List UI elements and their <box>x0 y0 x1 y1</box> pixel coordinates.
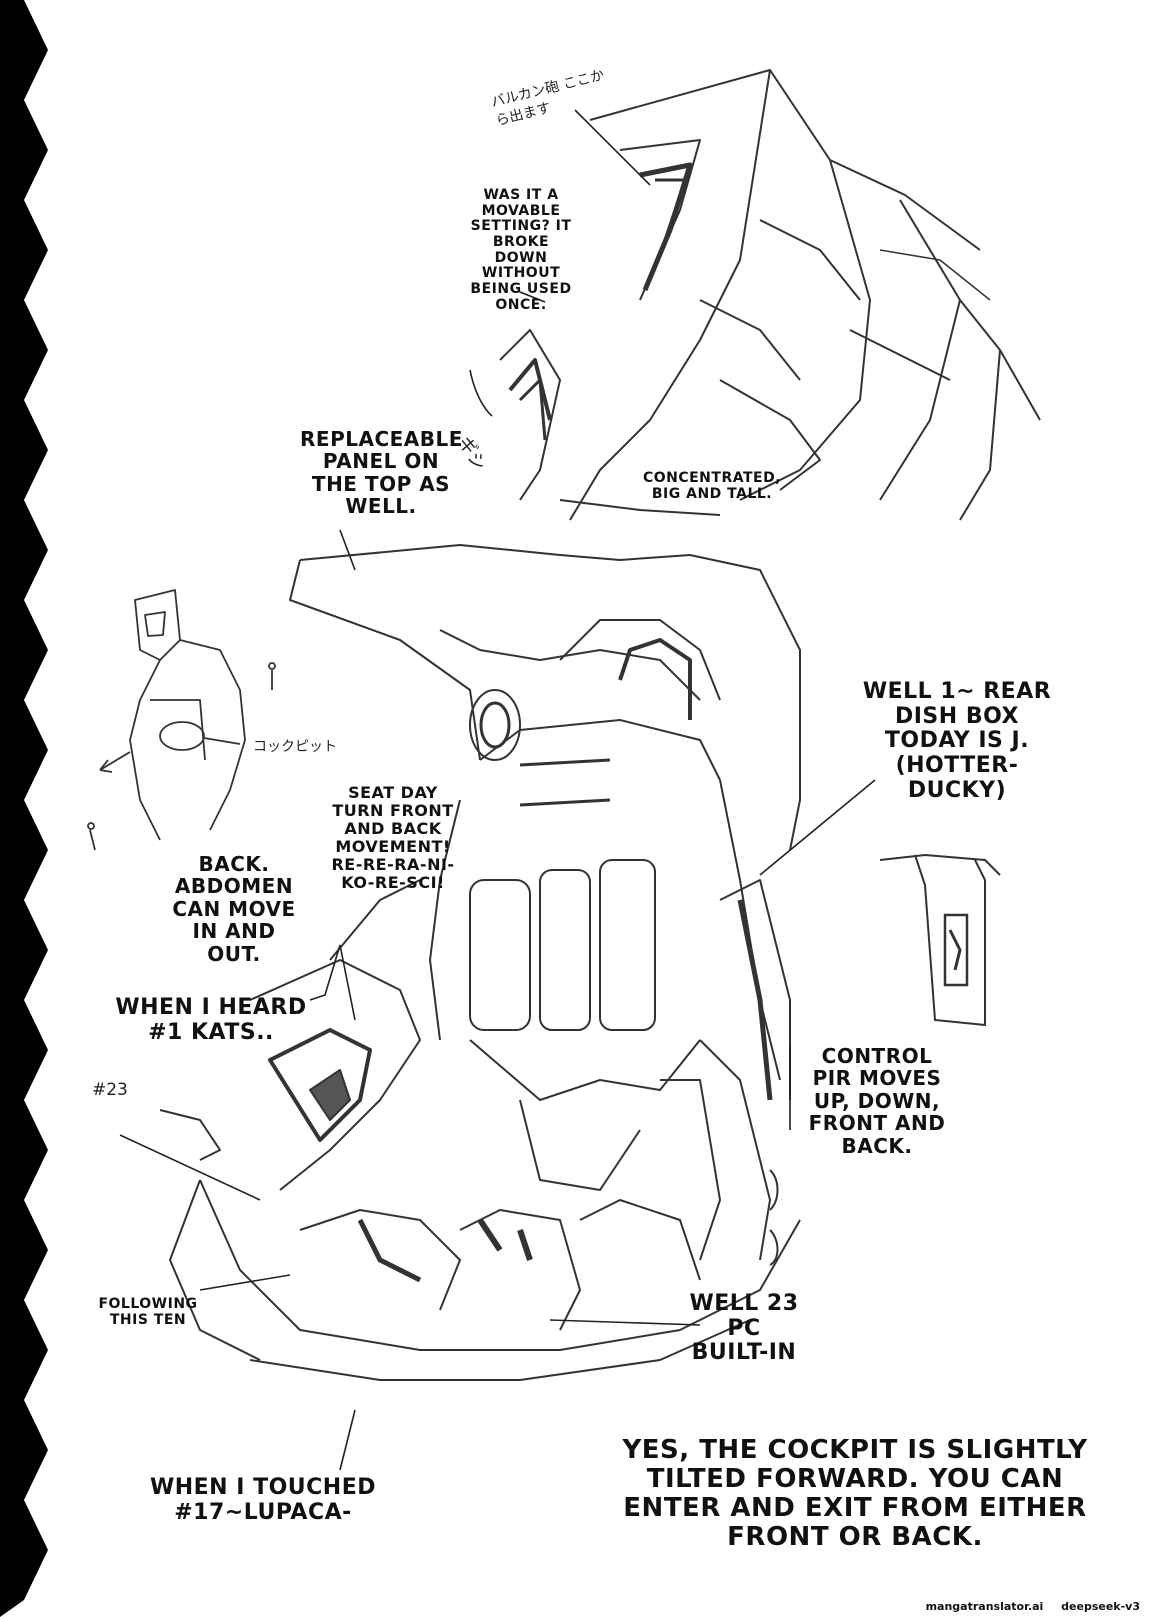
caption-back-abdomen: BACK. ABDOMEN CAN MOVE IN AND OUT. <box>172 852 296 966</box>
caption-well-23pc: WELL 23 PC BUILT-IN <box>689 1291 799 1366</box>
mecha-head-sketch <box>499 69 1041 521</box>
watermark-footer: mangatranslator.ai deepseek-v3 <box>926 1600 1140 1613</box>
caption-touched-lupaca: WHEN I TOUCHED #17~LUPACA- <box>149 1475 377 1525</box>
caption-movable-setting: WAS IT A MOVABLE SETTING? IT BROKE DOWN … <box>470 187 572 313</box>
leader-lines <box>119 109 876 1471</box>
caption-control-pir: CONTROL PIR MOVES UP, DOWN, FRONT AND BA… <box>808 1044 946 1158</box>
caption-cockpit-tilted: YES, THE COCKPIT IS SLIGHTLY TILTED FORW… <box>622 1435 1088 1553</box>
caption-concentrated: CONCENTRATED, BIG AND TALL. <box>642 470 782 502</box>
number-23-note: #23 <box>92 1080 128 1100</box>
mecha-body-sketch <box>87 589 276 851</box>
cockpit-note: コックピット <box>253 739 337 755</box>
sawtooth-border <box>0 0 48 1617</box>
cockpit-seat-sketch <box>159 544 801 1381</box>
detail-part-sketch <box>879 853 1001 1027</box>
caption-replaceable-panel: REPLACEABLE PANEL ON THE TOP AS WELL. <box>300 427 463 519</box>
watermark-site: mangatranslator.ai <box>925 1600 1044 1613</box>
caption-rear-dish: WELL 1~ REAR DISH BOX TODAY IS J. (HOTTE… <box>862 679 1052 803</box>
caption-seat-day: SEAT DAY TURN FRONT AND BACK MOVEMENT! R… <box>331 783 455 892</box>
watermark-model: deepseek-v3 <box>1061 1600 1140 1613</box>
caption-heard-kats: WHEN I HEARD #1 KATS.. <box>115 995 307 1045</box>
caption-following-ten: FOLLOWING THIS TEN <box>98 1296 198 1328</box>
